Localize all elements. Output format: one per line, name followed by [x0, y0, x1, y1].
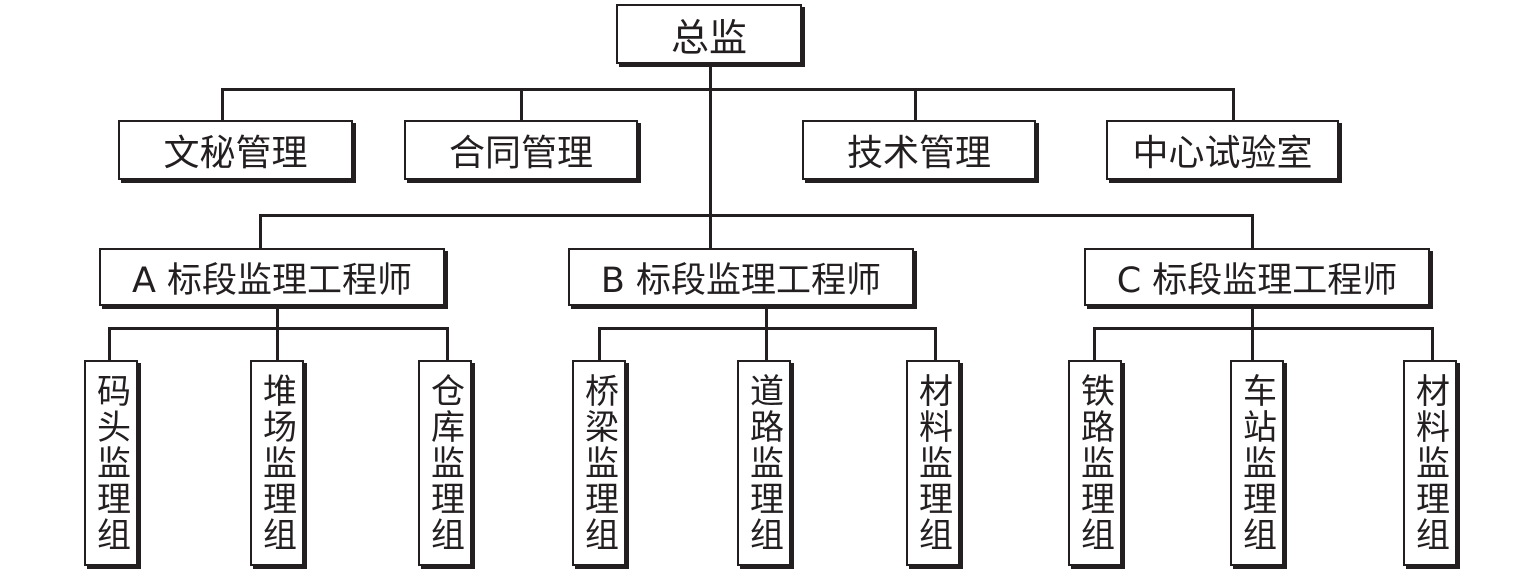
department-box-technical: 技术管理 [802, 120, 1036, 180]
chief-supervisor-box: 总监 [616, 4, 802, 64]
connector-line [259, 214, 262, 250]
connector-line [709, 214, 712, 250]
connector-line [765, 306, 768, 329]
group-box: 道路监理组 [737, 360, 791, 566]
section-box-c: C 标段监理工程师 [1084, 248, 1430, 306]
connector-line [1093, 327, 1096, 362]
group-box: 车站监理组 [1230, 360, 1284, 566]
group-box: 仓库监理组 [418, 360, 472, 566]
connector-line [108, 327, 111, 362]
connector-line [276, 306, 279, 329]
connector-line [1232, 88, 1235, 121]
connector-line [1251, 306, 1254, 329]
section-box-a: A 标段监理工程师 [99, 248, 445, 306]
connector-line [914, 88, 917, 121]
connector-line [1251, 327, 1254, 362]
connector-line [1093, 327, 1434, 330]
connector-line [276, 327, 279, 362]
department-box-contract: 合同管理 [404, 120, 638, 180]
group-box: 码头监理组 [84, 360, 138, 566]
connector-line [1251, 214, 1254, 250]
connector-line [221, 88, 1235, 91]
group-box: 材料监理组 [906, 360, 960, 566]
connector-line [765, 327, 768, 362]
section-box-b: B 标段监理工程师 [568, 248, 914, 306]
connector-line [598, 327, 601, 362]
connector-line [1431, 327, 1434, 362]
department-box-central-lab: 中心试验室 [1106, 120, 1339, 180]
group-box: 桥梁监理组 [572, 360, 626, 566]
group-box: 材料监理组 [1403, 360, 1457, 566]
connector-line [259, 214, 1254, 217]
connector-line [934, 327, 937, 362]
connector-line [709, 64, 712, 216]
connector-line [221, 88, 224, 121]
group-box: 铁路监理组 [1068, 360, 1122, 566]
group-box: 堆场监理组 [250, 360, 304, 566]
connector-line [446, 327, 449, 362]
department-box-secretarial: 文秘管理 [118, 120, 353, 180]
connector-line [520, 88, 523, 121]
